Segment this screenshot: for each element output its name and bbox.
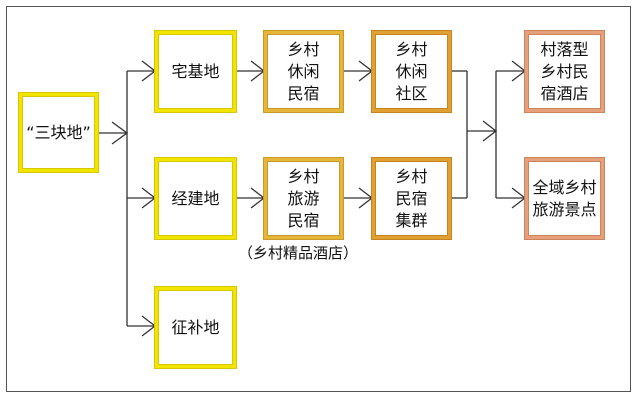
node-three-lands: “三块地” [19, 93, 98, 172]
node-rural-homestay-cluster: 乡村 民宿 集群 [372, 158, 451, 239]
node-homestead: 宅基地 [155, 31, 236, 112]
node-construction-land: 经建地 [155, 158, 236, 239]
node-all-area-tourism-label: 全域乡村 旅游景点 [532, 177, 597, 219]
node-rural-leisure-homestay-label: 乡村 休闲 民宿 [287, 39, 320, 103]
node-rural-leisure-community: 乡村 休闲 社区 [372, 31, 451, 112]
node-all-area-tourism: 全域乡村 旅游景点 [525, 158, 604, 239]
node-homestead-label: 宅基地 [171, 61, 220, 81]
node-rural-homestay-cluster-label: 乡村 民宿 集群 [395, 166, 428, 230]
node-expropriation-land: 征补地 [155, 287, 236, 368]
arrowhead-merge [482, 120, 498, 142]
node-village-homestay-hotel: 村落型 乡村民 宿酒店 [525, 31, 604, 112]
node-village-homestay-hotel-label: 村落型 乡村民 宿酒店 [540, 39, 589, 103]
arrowhead-source [111, 121, 129, 145]
annotation-boutique-hotel: （乡村精品酒店） [238, 244, 359, 262]
node-rural-tourism-homestay: 乡村 旅游 民宿 [264, 158, 343, 239]
node-expropriation-land-label: 征补地 [171, 317, 220, 337]
node-rural-tourism-homestay-label: 乡村 旅游 民宿 [287, 166, 320, 230]
node-construction-land-label: 经建地 [171, 188, 220, 208]
diagram-frame [6, 6, 631, 392]
node-rural-leisure-homestay: 乡村 休闲 民宿 [264, 31, 343, 112]
node-rural-leisure-community-label: 乡村 休闲 社区 [395, 39, 428, 103]
node-three-lands-label: “三块地” [26, 122, 91, 142]
